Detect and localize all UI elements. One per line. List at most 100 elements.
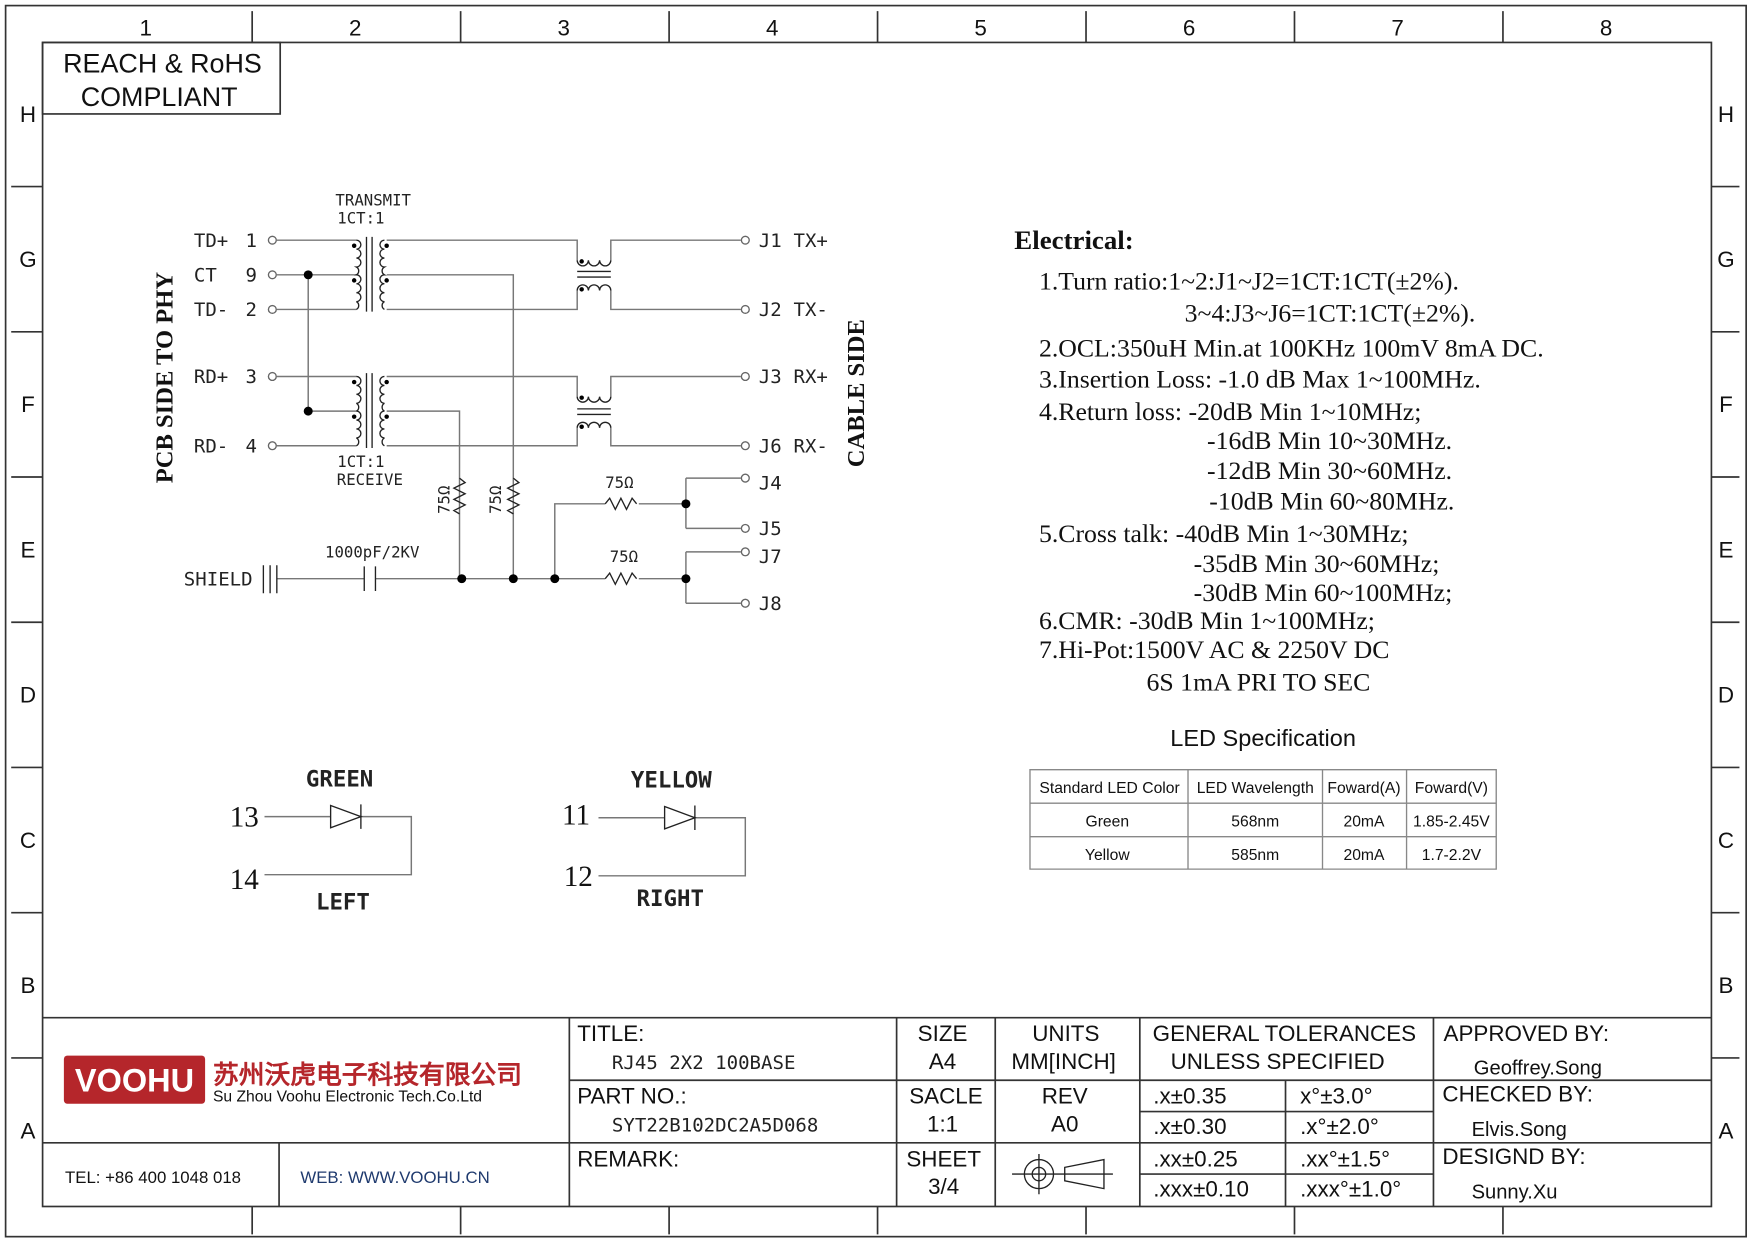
row-label: E bbox=[21, 537, 36, 562]
pin-number: 9 bbox=[245, 265, 256, 287]
column-label: 6 bbox=[1183, 16, 1195, 41]
table-header: Foward(A) bbox=[1327, 780, 1400, 797]
row-label: G bbox=[19, 247, 36, 272]
transmit-ratio: 1CT:1 bbox=[337, 208, 384, 227]
company-name-cn: 苏州沃虎电子科技有限公司 bbox=[213, 1061, 522, 1091]
cable-side-label: CABLE SIDE bbox=[843, 319, 870, 467]
jack-pin: J3 bbox=[759, 366, 782, 388]
pin-name: TD+ bbox=[194, 230, 228, 252]
led-color-label: YELLOW bbox=[631, 768, 712, 794]
receive-label: RECEIVE bbox=[337, 470, 403, 489]
sheet-label: SHEET bbox=[906, 1146, 981, 1171]
title-label: TITLE: bbox=[577, 1021, 644, 1046]
resistor bbox=[604, 496, 638, 511]
size-value: A4 bbox=[929, 1049, 956, 1074]
row-label: C bbox=[1718, 828, 1734, 853]
units-label: UNITS bbox=[1032, 1021, 1099, 1046]
telephone: TEL: +86 400 1048 018 bbox=[65, 1168, 241, 1187]
pin-name: RD+ bbox=[194, 366, 228, 388]
column-label: 5 bbox=[974, 16, 986, 41]
capacitor bbox=[363, 566, 377, 591]
pin-name: CT bbox=[194, 265, 217, 287]
row-label: B bbox=[21, 973, 36, 998]
receive-transformer bbox=[351, 373, 389, 448]
scale-label: SACLE bbox=[909, 1084, 982, 1109]
common-mode-choke-rx bbox=[576, 395, 612, 429]
compliance-line-1: REACH & RoHS bbox=[63, 49, 262, 79]
column-label: 1 bbox=[139, 16, 151, 41]
jack-pin: J2 bbox=[759, 299, 782, 321]
part-number-value: SYT22B102DC2A5D068 bbox=[612, 1115, 818, 1137]
jack-signal: TX- bbox=[794, 299, 828, 321]
scale-value: 1:1 bbox=[927, 1112, 958, 1137]
transmit-label: TRANSMIT bbox=[335, 191, 411, 210]
sheet-frame bbox=[4, 4, 1747, 1238]
tolerance-heading: GENERAL TOLERANCES bbox=[1153, 1021, 1416, 1046]
tolerance-linear: .x±0.30 bbox=[1153, 1114, 1226, 1139]
table-cell: 585nm bbox=[1231, 847, 1279, 864]
resistor-label: 75Ω bbox=[434, 486, 453, 514]
tolerance-linear: .xx±0.25 bbox=[1153, 1146, 1238, 1171]
spec-line: 2.OCL:350uH Min.at 100KHz 100mV 8mA DC. bbox=[1039, 333, 1544, 362]
row-label: H bbox=[20, 102, 36, 127]
column-label: 4 bbox=[766, 16, 778, 41]
spec-line: 3~4:J3~J6=1CT:1CT(±2%). bbox=[1185, 299, 1476, 328]
table-cell: 568nm bbox=[1231, 814, 1279, 831]
spec-line: -16dB Min 10~30MHz. bbox=[1207, 426, 1452, 455]
led-pin: 12 bbox=[564, 861, 593, 893]
tolerance-angular: .x°±2.0° bbox=[1300, 1114, 1379, 1139]
table-header: LED Wavelength bbox=[1197, 780, 1314, 797]
resistor-label: 75Ω bbox=[610, 547, 638, 566]
led-position-label: LEFT bbox=[316, 889, 370, 915]
diode-icon bbox=[329, 804, 363, 829]
row-label: G bbox=[1717, 247, 1734, 272]
rev-value: A0 bbox=[1051, 1112, 1078, 1137]
diode-icon bbox=[663, 805, 697, 831]
spec-line: 6.CMR: -30dB Min 1~100MHz; bbox=[1039, 606, 1375, 635]
tolerance-linear: .x±0.35 bbox=[1153, 1084, 1226, 1109]
part-number-label: PART NO.: bbox=[577, 1084, 687, 1109]
jack-pin: J8 bbox=[759, 593, 782, 615]
pin-number: 4 bbox=[245, 435, 256, 457]
capacitor-label: 1000pF/2KV bbox=[325, 542, 419, 561]
pcb-side-label: PCB SIDE TO PHY bbox=[152, 272, 179, 484]
website-link[interactable]: WEB: WWW.VOOHU.CN bbox=[300, 1168, 489, 1187]
logo-text: VOOHU bbox=[75, 1062, 194, 1098]
row-label: A bbox=[1719, 1118, 1734, 1143]
led-color-label: GREEN bbox=[306, 766, 373, 792]
transmit-transformer bbox=[351, 236, 389, 312]
row-labels-left: H G F E D C B A bbox=[19, 102, 36, 1144]
column-labels: 1 2 3 4 5 6 7 8 bbox=[139, 16, 1612, 41]
checked-by-value: Elvis.Song bbox=[1472, 1119, 1567, 1141]
spec-line: -35dB Min 30~60MHz; bbox=[1194, 549, 1440, 578]
table-header: Standard LED Color bbox=[1039, 780, 1179, 797]
spec-line: 3.Insertion Loss: -1.0 dB Max 1~100MHz. bbox=[1039, 365, 1481, 394]
spec-line: -12dB Min 30~60MHz. bbox=[1207, 456, 1452, 485]
led-pin: 11 bbox=[562, 799, 590, 831]
jack-signal: TX+ bbox=[794, 230, 828, 252]
spec-line: -30dB Min 60~100MHz; bbox=[1194, 578, 1453, 607]
row-label: F bbox=[1719, 392, 1733, 417]
column-label: 7 bbox=[1391, 16, 1403, 41]
jack-pin: J4 bbox=[759, 472, 782, 494]
row-label: F bbox=[21, 392, 35, 417]
tolerance-angular: x°±3.0° bbox=[1300, 1084, 1373, 1109]
company-logo: VOOHU bbox=[63, 1055, 206, 1104]
spec-line: 6S 1mA PRI TO SEC bbox=[1147, 667, 1371, 696]
column-label: 8 bbox=[1600, 16, 1612, 41]
designed-by-value: Sunny.Xu bbox=[1472, 1182, 1558, 1204]
shield-label: SHIELD bbox=[184, 568, 253, 590]
pin-number: 1 bbox=[245, 230, 256, 252]
pin-number: 2 bbox=[245, 299, 256, 321]
led-position-label: RIGHT bbox=[637, 886, 704, 912]
row-label: E bbox=[1719, 537, 1734, 562]
jack-signal: RX- bbox=[794, 435, 828, 457]
receive-ratio: 1CT:1 bbox=[337, 452, 384, 471]
spec-line: 4.Return loss: -20dB Min 1~10MHz; bbox=[1039, 397, 1421, 426]
tolerance-linear: .xxx±0.10 bbox=[1153, 1176, 1249, 1201]
resistor-label: 75Ω bbox=[486, 486, 505, 514]
junction-dots bbox=[303, 270, 691, 584]
resistor-label: 75Ω bbox=[605, 473, 633, 492]
pin-name: RD- bbox=[194, 435, 228, 457]
